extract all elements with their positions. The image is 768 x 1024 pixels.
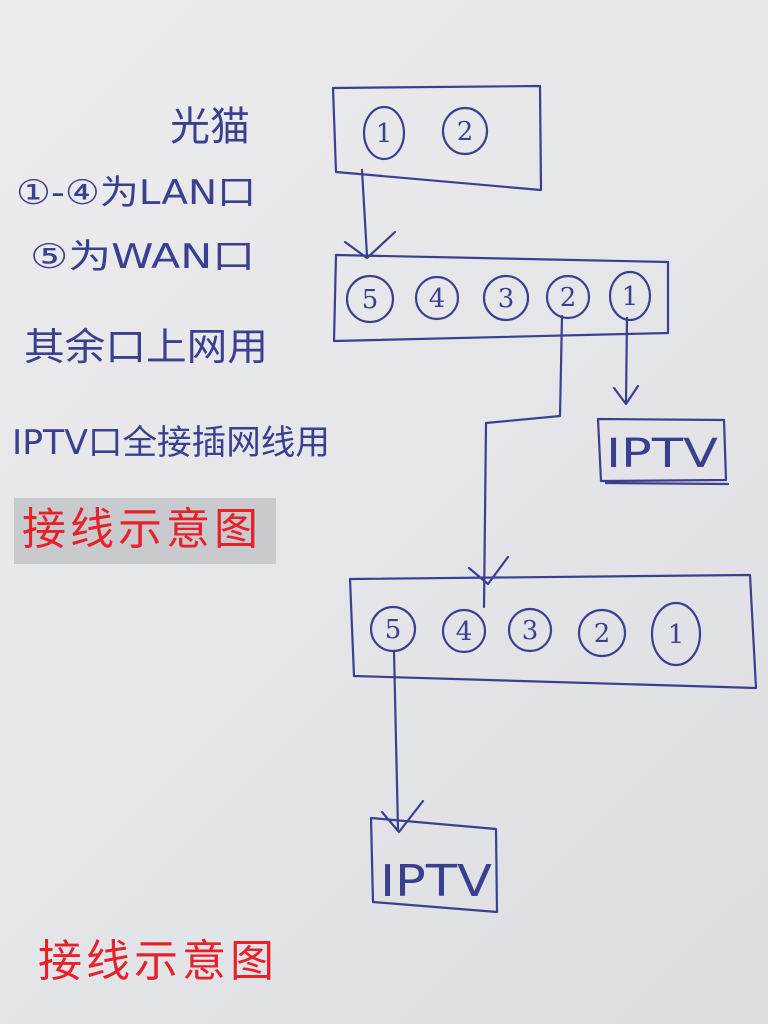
iptv-box-2-label: IPTV	[380, 856, 492, 907]
modem-port-1: 1	[362, 105, 406, 161]
router-1-port-4-label: 4	[429, 284, 446, 314]
router-1-port-2-label: 2	[560, 283, 577, 313]
router-2-port-5: 5	[369, 605, 417, 653]
cable-router1-port1-to-iptv1	[624, 316, 629, 404]
arrowhead-iptv1	[612, 384, 640, 406]
cable-router2-port5-to-iptv2	[392, 649, 400, 832]
router-2-port-1: 1	[650, 601, 702, 667]
diagram-title-bottom: 接线示意图	[38, 940, 278, 984]
note-wan-port: ⑤为WAN口	[30, 237, 255, 277]
note-iptv-port: IPTV口全接插网线用	[12, 423, 330, 463]
router-1-port-2: 2	[545, 274, 591, 320]
router-2-port-1-label: 1	[668, 620, 685, 650]
cable-modem-to-router1	[360, 168, 369, 258]
iptv-box-1-shadow	[604, 481, 730, 486]
router-2-box	[348, 573, 758, 690]
router-1-port-4: 4	[414, 275, 460, 321]
diagram-title-bottom-text: 接线示意图	[38, 936, 278, 987]
arrowhead-iptv2	[380, 799, 425, 834]
router-1-port-1: 1	[608, 270, 652, 322]
router-2-port-3: 3	[507, 607, 553, 653]
router-1-port-5-label: 5	[362, 285, 379, 315]
router-2-port-2-label: 2	[594, 619, 611, 649]
modem-port-1-label: 1	[376, 119, 393, 149]
router-1-port-5: 5	[345, 274, 395, 324]
router-2-port-4-label: 4	[456, 617, 473, 647]
cable-router1-port2-to-router2	[482, 314, 564, 609]
router-2-port-3-label: 3	[522, 616, 539, 646]
router-2-port-2: 2	[577, 608, 627, 658]
iptv-box-1-label: IPTV	[606, 431, 719, 477]
router-2-port-5-label: 5	[385, 615, 402, 645]
note-other-ports: 其余口上网用	[24, 325, 268, 369]
modem-port-2-label: 2	[457, 117, 474, 147]
modem-box	[331, 84, 543, 192]
router-1-box	[332, 253, 670, 343]
diagram-title-top: 接线示意图	[14, 498, 276, 564]
iptv-box-1	[596, 417, 728, 483]
modem-port-2: 2	[441, 106, 489, 156]
note-modem: 光猫	[170, 104, 250, 150]
arrowhead-router2	[467, 555, 510, 586]
router-1-port-3: 3	[482, 274, 530, 322]
arrowhead-router1	[343, 230, 397, 260]
router-1-port-1-label: 1	[622, 282, 639, 312]
iptv-box-2	[369, 816, 499, 914]
router-1-port-3-label: 3	[498, 284, 515, 314]
diagram-title-top-text: 接线示意图	[22, 504, 262, 555]
note-lan-ports: ①-④为LAN口	[16, 173, 256, 213]
router-2-port-4: 4	[441, 608, 487, 654]
